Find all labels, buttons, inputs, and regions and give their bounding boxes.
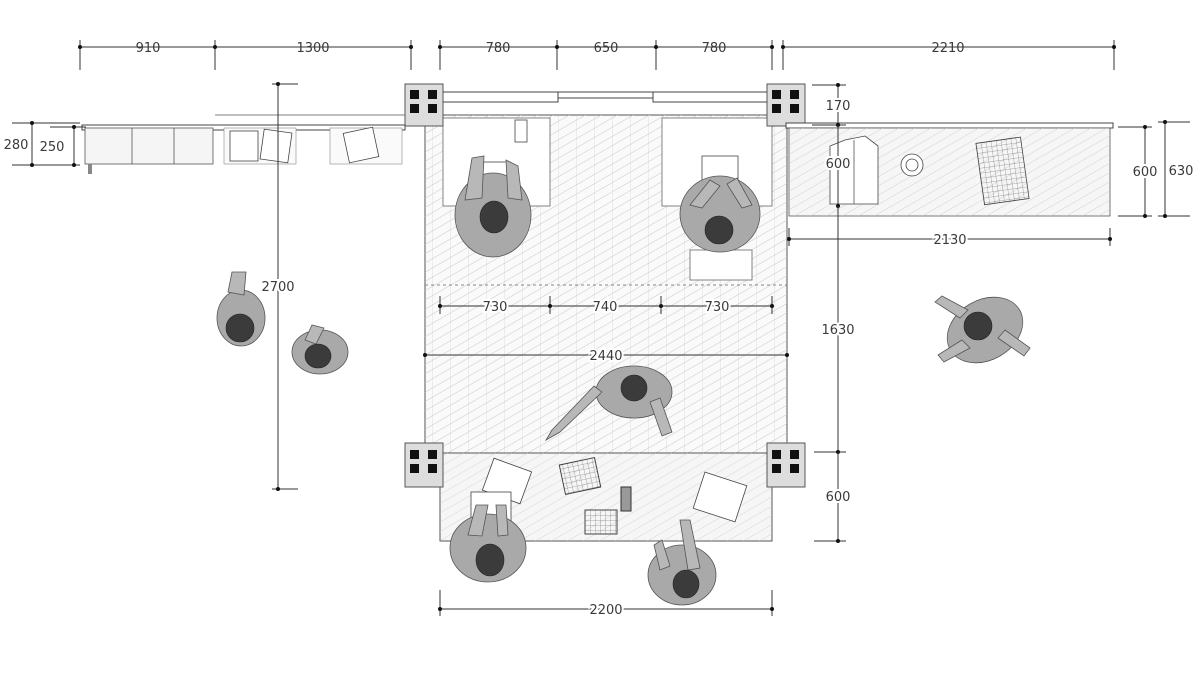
dimension-right-lower-600: 600 <box>814 452 852 543</box>
person-upper-right-desk <box>679 175 761 253</box>
column-top-left <box>404 83 444 127</box>
person-right-standing <box>934 295 1031 364</box>
shirt-on-shelf <box>829 135 879 205</box>
dim-label-2130: 2130 <box>933 233 966 248</box>
dim-label-730-a: 730 <box>483 300 508 315</box>
person-lower-right <box>647 519 717 606</box>
dim-label-630: 630 <box>1169 164 1194 179</box>
dimension-right-upper: 170 600 <box>812 83 852 208</box>
person-upper-left-desk <box>454 155 532 258</box>
books-on-left-shelf <box>229 126 380 164</box>
roll-tape-on-shelf <box>900 153 924 177</box>
dimension-vertical-2700: 2700 <box>259 82 298 491</box>
dim-label-740: 740 <box>593 300 618 315</box>
dimension-top-left: 910 1300 <box>78 40 413 70</box>
dimension-left-heights: 280 250 <box>4 121 86 167</box>
dimension-right-1630: 1630 <box>814 206 857 454</box>
dim-label-2200: 2200 <box>589 603 622 618</box>
dim-label-2700: 2700 <box>261 280 294 295</box>
person-left-pair-b <box>291 324 349 375</box>
dim-label-1300: 1300 <box>296 41 329 56</box>
basket-on-shelf <box>975 136 1030 206</box>
dim-label-170: 170 <box>826 99 851 114</box>
upper-wall <box>439 91 772 103</box>
column-bottom-right <box>766 442 806 488</box>
dim-label-2210: 2210 <box>931 41 964 56</box>
dimension-top-right: 2210 <box>781 40 1116 70</box>
dim-label-730-b: 730 <box>705 300 730 315</box>
dimension-lower-table-width: 2200 <box>438 590 774 620</box>
dimension-desk-row: 730 740 730 <box>438 296 774 317</box>
dimension-right-shelf-depths: 600 630 <box>1118 120 1193 218</box>
column-top-right <box>766 83 806 127</box>
dimension-right-shelf-length: 2130 <box>787 228 1112 250</box>
person-lower-left <box>449 504 527 583</box>
dim-label-600-right-shelf: 600 <box>1133 165 1158 180</box>
column-bottom-left <box>404 442 444 488</box>
papers-lower-table <box>470 456 748 535</box>
dim-label-600-shelf: 600 <box>826 157 851 172</box>
person-left-pair-a <box>216 271 266 347</box>
dimension-top-center: 780 650 780 <box>438 40 774 70</box>
dimension-platform-width: 2440 <box>423 347 789 366</box>
person-walking-center <box>544 365 673 442</box>
dim-label-780-b: 780 <box>702 41 727 56</box>
dim-label-600-lower: 600 <box>826 490 851 505</box>
dim-label-2440: 2440 <box>589 349 622 364</box>
dim-label-250: 250 <box>40 140 65 155</box>
dim-label-1630: 1630 <box>821 323 854 338</box>
dim-label-910: 910 <box>136 41 161 56</box>
dim-label-280: 280 <box>4 138 29 153</box>
dim-label-780-a: 780 <box>486 41 511 56</box>
dim-label-650: 650 <box>594 41 619 56</box>
